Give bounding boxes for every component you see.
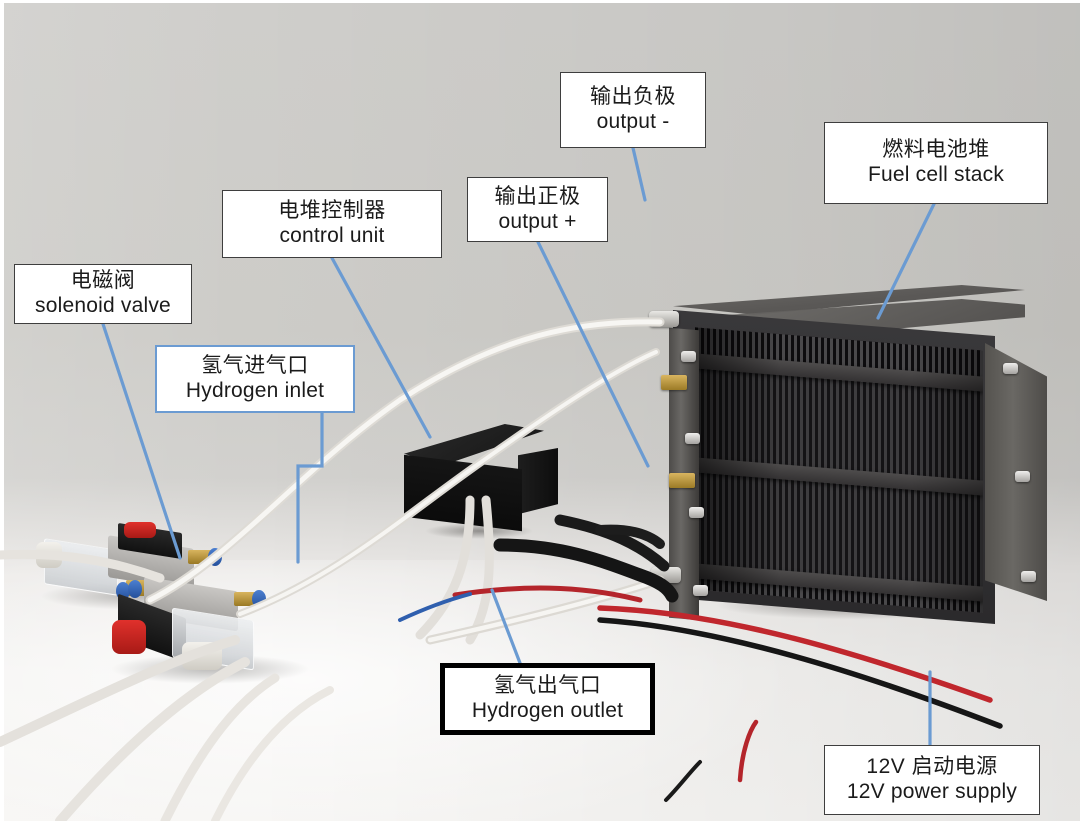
cable-white-bottom-1 [0,635,240,747]
label-text-en: solenoid valve [35,294,171,317]
label-text-zh: 氢气出气口 [493,674,602,698]
tube-control-unit-a [415,495,475,640]
stack-port-fitting [669,473,695,488]
wire-power-black [597,617,1003,729]
wire-blue-small [398,592,472,622]
cable-stack-terminal [595,524,665,549]
stack-bolt [1003,363,1018,374]
stack-bolt [1015,471,1030,482]
valve-push-fit [128,580,142,598]
wire-loose-red [737,719,759,783]
label-text-en: output - [596,110,670,133]
label-text-en: Hydrogen inlet [185,379,325,402]
stack-bolt [1021,571,1036,582]
label-text-zh: 氢气进气口 [201,354,309,378]
stack-bolt [693,585,708,596]
label-text-en: output + [498,209,577,233]
label-text-en: control unit [279,224,385,247]
valve-red-cap [112,620,146,654]
label-text-zh: 12V 启动电源 [866,755,998,779]
label-text-zh: 输出负极 [590,85,676,109]
tube-hydrogen-outlet-highlight [427,577,663,643]
fuel-cell-stack [649,285,1055,625]
label-text-en: Hydrogen outlet [471,699,624,722]
label-text-zh: 电堆控制器 [278,199,386,223]
wire-power-red [597,605,993,703]
stack-port-fitting [661,375,687,390]
cable-black-main [493,538,679,603]
stack-bolt [685,433,700,444]
label-text-zh: 输出正极 [494,184,581,208]
cable-white-bottom-2 [55,657,250,821]
wire-red-control [452,585,643,603]
wire-loose-black [664,760,702,802]
cable-white-bottom-4 [211,686,334,821]
label-text-zh: 电磁阀 [70,269,136,293]
stack-bolt [681,351,696,362]
label-text-en: 12V power supply [846,780,1018,803]
stack-bolt [689,507,704,518]
label-text-zh: 燃料电池堆 [882,138,990,162]
cable-white-bottom-3 [160,673,280,821]
label-text-en: Fuel cell stack [867,163,1005,186]
cable-white-left [0,549,165,583]
cable-black-secondary [554,514,670,572]
